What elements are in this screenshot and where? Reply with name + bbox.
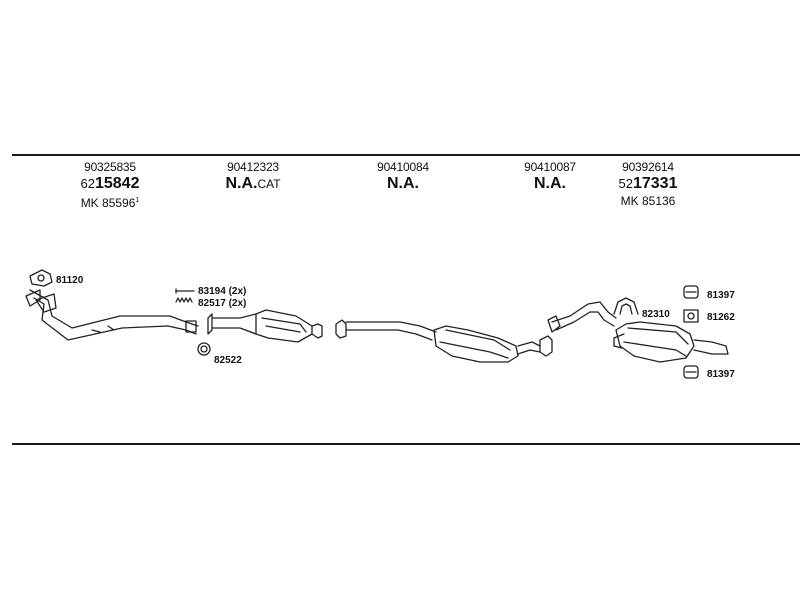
front-pipe bbox=[25, 289, 199, 341]
label-81397-top: 81397 bbox=[707, 290, 735, 301]
label-81262: 81262 bbox=[707, 312, 735, 323]
ref-number: N.A.CAT bbox=[225, 174, 280, 194]
part-number: 90392614 bbox=[622, 160, 674, 174]
middle-silencer bbox=[335, 319, 553, 363]
catalytic-converter bbox=[207, 309, 323, 343]
rubber-mount-81397-bottom-icon bbox=[683, 365, 699, 379]
ref-number: N.A. bbox=[533, 175, 566, 192]
rear-silencer bbox=[613, 321, 729, 363]
hanger-82310-icon bbox=[613, 297, 639, 315]
intermediate-pipe bbox=[547, 301, 617, 333]
ref-prefix: 52 bbox=[618, 176, 633, 191]
gasket-81120-icon bbox=[29, 269, 53, 287]
label-81120: 81120 bbox=[56, 275, 84, 286]
ring-82522-icon bbox=[197, 342, 211, 356]
ref-prefix: 62 bbox=[80, 176, 95, 191]
ref-number: 5217331 bbox=[619, 174, 678, 194]
ref-main: 17331 bbox=[632, 175, 678, 192]
label-83194: 83194 (2x) bbox=[198, 286, 246, 297]
mk-text: MK 85596 bbox=[80, 196, 136, 210]
part-number: 90325835 bbox=[84, 160, 136, 174]
mk-number: MK 855961 bbox=[81, 194, 140, 210]
spring-82517-icon bbox=[175, 297, 193, 303]
label-82517: 82517 (2x) bbox=[198, 298, 246, 309]
ref-suffix: CAT bbox=[257, 177, 281, 191]
mk-footnote: 1 bbox=[135, 197, 140, 204]
rubber-mount-81397-top-icon bbox=[683, 285, 699, 299]
top-rule bbox=[12, 154, 800, 156]
ref-number: 6215842 bbox=[81, 174, 140, 194]
label-82310: 82310 bbox=[642, 309, 670, 320]
label-81397-bottom: 81397 bbox=[707, 369, 735, 380]
bottom-rule bbox=[12, 443, 800, 445]
column-downpipe: 90325835 6215842 MK 855961 bbox=[81, 160, 140, 210]
column-middle-silencer: 90410084 N.A. bbox=[377, 160, 429, 194]
part-number: 90410087 bbox=[524, 160, 576, 174]
part-number: 90412323 bbox=[227, 160, 279, 174]
bolt-83194-icon bbox=[175, 288, 195, 294]
mk-number: MK 85136 bbox=[620, 194, 676, 208]
column-rear-silencer: 90392614 5217331 MK 85136 bbox=[619, 160, 678, 208]
rubber-mount-81262-icon bbox=[683, 309, 699, 323]
label-82522: 82522 bbox=[214, 355, 242, 366]
column-catalyst: 90412323 N.A.CAT bbox=[225, 160, 280, 194]
column-intermediate-pipe: 90410087 N.A. bbox=[524, 160, 576, 194]
ref-main: N.A. bbox=[225, 175, 258, 192]
ref-main: 15842 bbox=[94, 175, 140, 192]
part-number: 90410084 bbox=[377, 160, 429, 174]
ref-number: N.A. bbox=[386, 175, 419, 192]
